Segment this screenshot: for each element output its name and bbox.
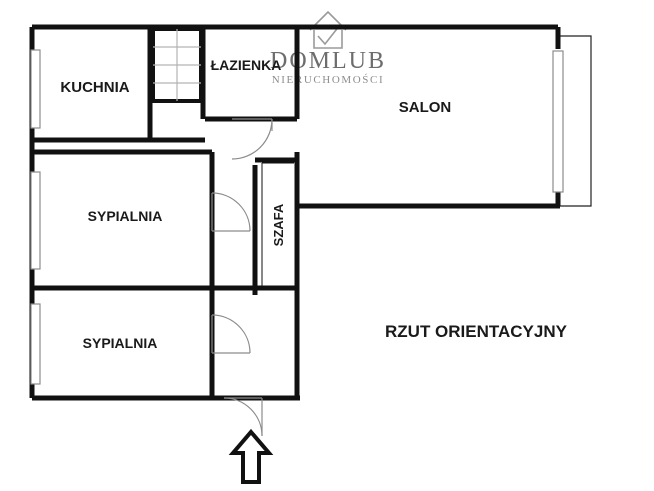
balcony-salon bbox=[558, 35, 592, 207]
entrance-direction-arrow bbox=[228, 428, 274, 484]
house-check-icon bbox=[309, 10, 347, 49]
window-sypialnia1 bbox=[30, 171, 41, 270]
szafa-inner-outline bbox=[261, 162, 294, 287]
room-label-lazienka: ŁAZIENKA bbox=[211, 57, 282, 73]
room-label-salon: SALON bbox=[399, 99, 452, 116]
watermark-brand: DOMLUB bbox=[270, 48, 386, 74]
window-salon-balcony bbox=[552, 50, 564, 193]
room-label-szafa: SZAFA bbox=[271, 203, 286, 246]
plan-caption: RZUT ORIENTACYJNY bbox=[385, 322, 568, 341]
room-label-sypialnia-1: SYPIALNIA bbox=[88, 208, 163, 224]
window-sypialnia2 bbox=[30, 303, 41, 385]
room-label-kuchnia: KUCHNIA bbox=[60, 79, 129, 96]
door-sypialnia1 bbox=[211, 192, 251, 232]
door-sypialnia2 bbox=[211, 314, 251, 354]
doors-group bbox=[211, 118, 273, 437]
window-kuchnia bbox=[30, 49, 41, 129]
windows-group bbox=[30, 49, 564, 385]
door-entrance bbox=[223, 397, 263, 437]
watermark-tagline: NIERUCHOMOŚCI bbox=[272, 74, 384, 86]
door-lazienka bbox=[231, 118, 273, 160]
room-label-sypialnia-2: SYPIALNIA bbox=[83, 335, 158, 351]
ventilation-shaft bbox=[151, 27, 203, 103]
watermark-logo: DOMLUB NIERUCHOMOŚCI bbox=[270, 10, 386, 86]
